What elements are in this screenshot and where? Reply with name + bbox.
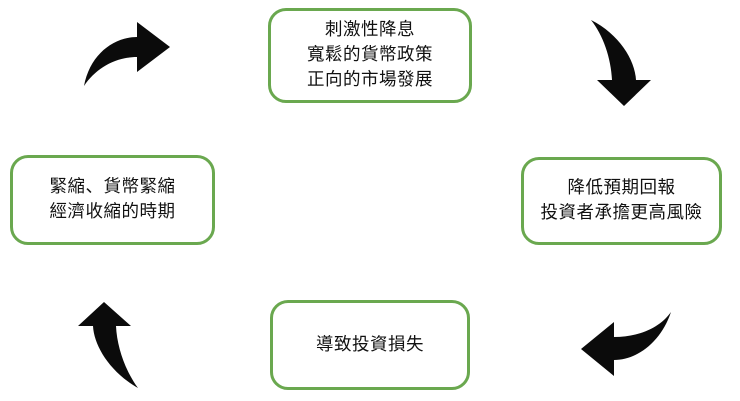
node-top-label: 刺激性降息 寬鬆的貨幣政策 正向的市場發展	[307, 20, 433, 90]
curved-arrow-up-icon	[66, 302, 140, 388]
curved-arrow-right-icon	[84, 20, 170, 90]
node-right-label: 降低預期回報 投資者承擔更高風險	[540, 178, 703, 223]
node-left: 緊縮、貨幣緊縮 經濟收縮的時期	[10, 155, 215, 245]
curved-arrow-down-icon	[589, 18, 661, 106]
node-top: 刺激性降息 寬鬆的貨幣政策 正向的市場發展	[268, 8, 472, 103]
node-left-label: 緊縮、貨幣緊縮 經濟收縮的時期	[49, 177, 176, 222]
node-bottom: 導致投資損失	[270, 300, 470, 390]
node-right: 降低預期回報 投資者承擔更高風險	[521, 157, 722, 245]
curved-arrow-left-icon	[581, 308, 671, 378]
node-bottom-label: 導致投資損失	[316, 334, 424, 355]
